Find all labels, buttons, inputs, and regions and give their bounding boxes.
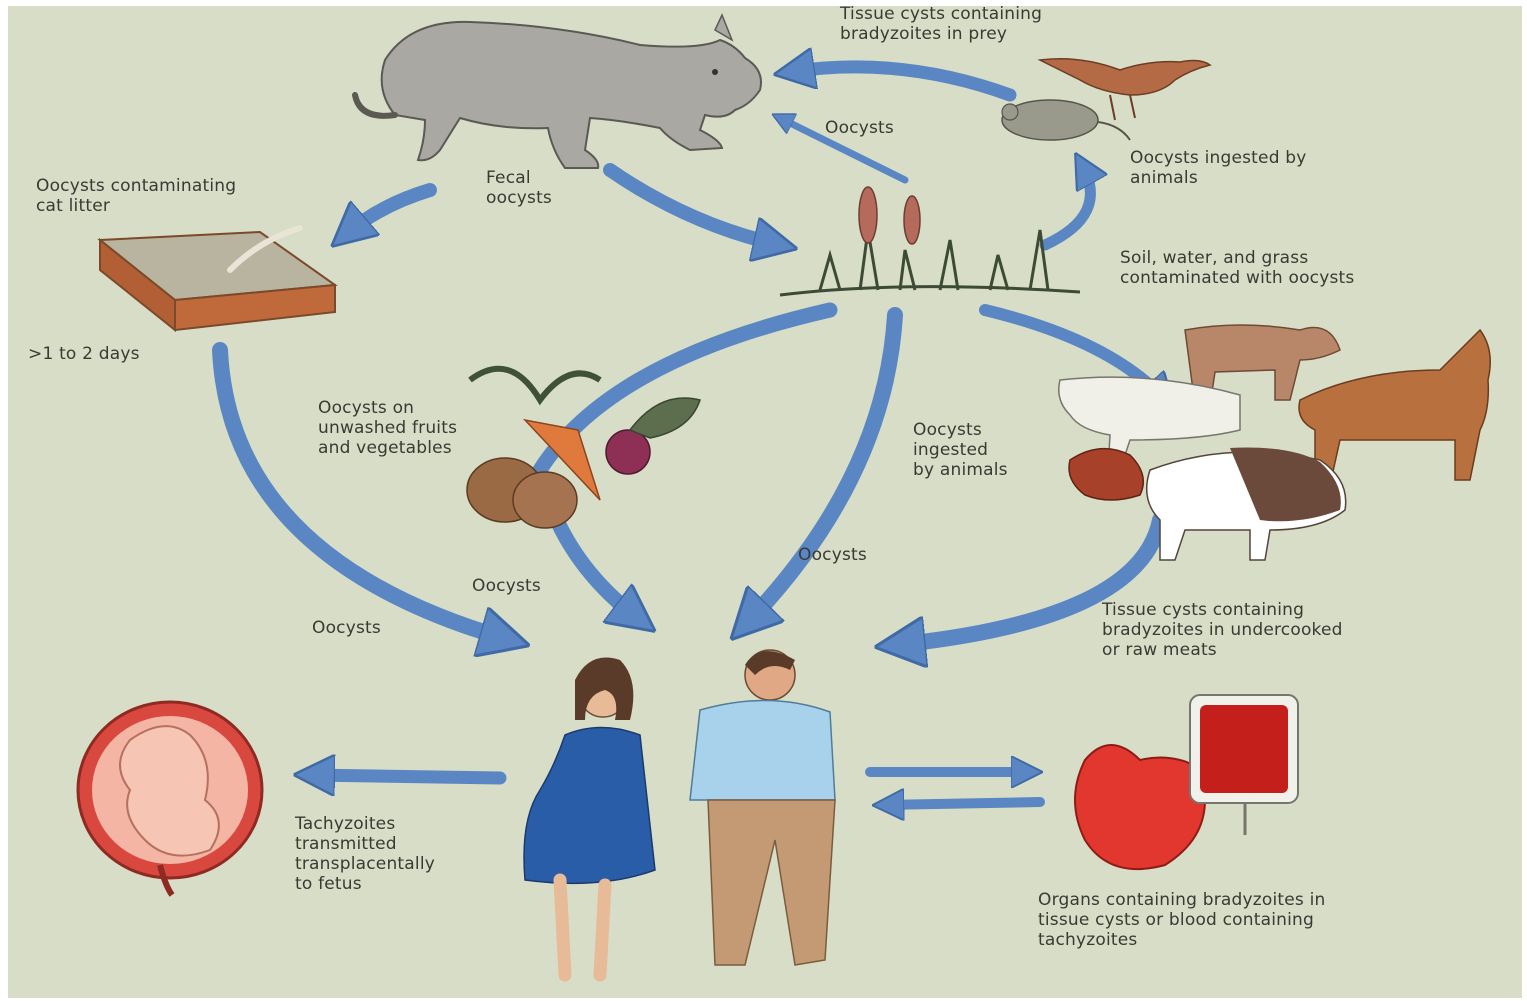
label-soil-water-grass: Soil, water, and grass contaminated with… — [1120, 248, 1354, 288]
label-oocysts-to-cat: Oocysts — [825, 118, 894, 138]
label-oocysts-litter: Oocysts — [312, 618, 381, 638]
label-tissue-cysts-prey: Tissue cysts containing bradyzoites in p… — [840, 4, 1042, 44]
label-oocysts-produce: Oocysts — [472, 576, 541, 596]
label-organs-blood: Organs containing bradyzoites in tissue … — [1038, 890, 1326, 950]
label-unwashed-produce: Oocysts on unwashed fruits and vegetable… — [318, 398, 457, 458]
label-oocysts-center: Oocysts — [798, 545, 867, 565]
label-days: >1 to 2 days — [28, 344, 140, 364]
arrow-organs-to-humans — [885, 802, 1040, 805]
label-transplacental: Tachyzoites transmitted transplacentally… — [295, 814, 435, 894]
label-oocysts-ingested-mid: Oocysts ingested by animals — [913, 420, 1008, 480]
label-fecal-oocysts: Fecal oocysts — [486, 168, 552, 208]
arrow-mother-to-fetus — [310, 775, 500, 778]
label-undercooked-meat: Tissue cysts containing bradyzoites in u… — [1102, 600, 1343, 660]
label-oocysts-cat-litter: Oocysts contaminating cat litter — [36, 176, 236, 216]
label-oocysts-ingested-top: Oocysts ingested by animals — [1130, 148, 1307, 188]
